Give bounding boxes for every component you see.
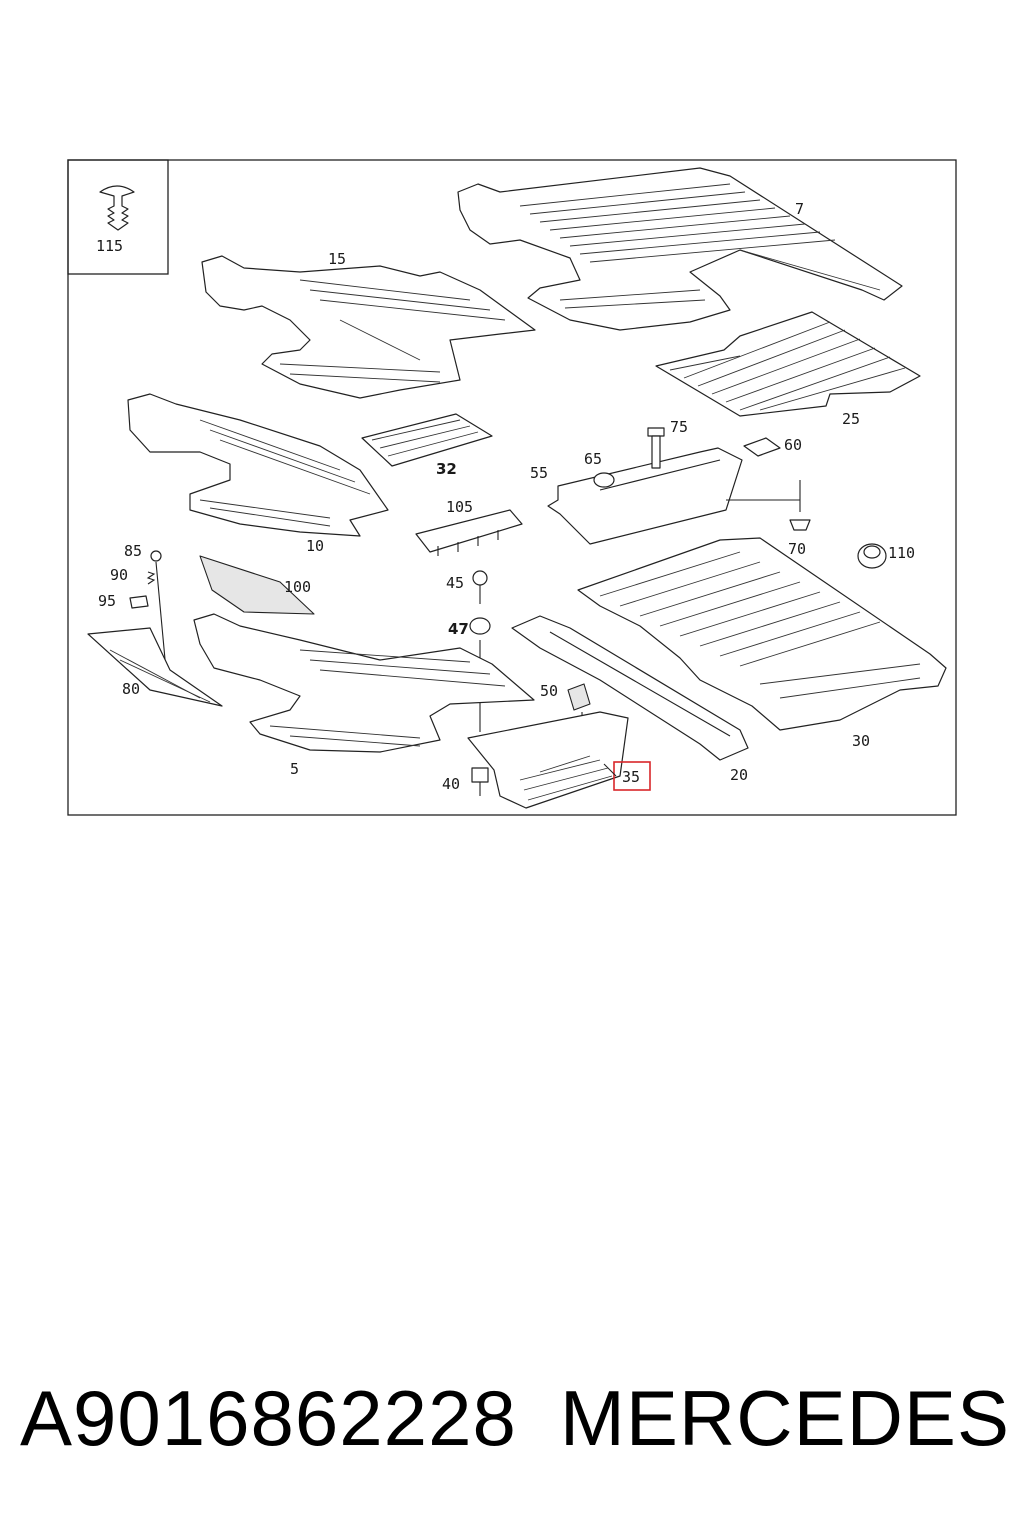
- callout-25: 25: [842, 410, 860, 428]
- callout-95: 95: [98, 592, 116, 610]
- callout-115: 115: [96, 237, 123, 255]
- callout-110: 110: [888, 544, 915, 562]
- callout-85: 85: [124, 542, 142, 560]
- leader-85-80: [155, 561, 167, 671]
- push-rivet-icon: [99, 185, 135, 231]
- callout-75: 75: [670, 418, 688, 436]
- floor-mat-7: [457, 167, 903, 331]
- diagram-frame: [67, 159, 957, 816]
- step-tray-35: [467, 711, 629, 809]
- callout-15: 15: [328, 250, 346, 268]
- grommet-110-icon: [857, 543, 887, 569]
- callout-45: 45: [446, 574, 464, 592]
- inset-box: [67, 159, 169, 275]
- nut-65-icon: [593, 472, 615, 488]
- callout-90: 90: [110, 566, 128, 584]
- callout-47: 47: [448, 620, 469, 638]
- fastener-85-icon: [150, 550, 162, 562]
- callout-layer: 7 15 25 75 65 60 55 32 10 105 70 110 85 …: [98, 200, 915, 793]
- callout-100: 100: [284, 578, 311, 596]
- callout-20: 20: [730, 766, 748, 784]
- floor-mat-15: [201, 255, 536, 399]
- floor-mat-25: [655, 311, 921, 417]
- callout-5: 5: [290, 760, 299, 778]
- callout-7: 7: [795, 200, 804, 218]
- callout-30: 30: [852, 732, 870, 750]
- callout-60: 60: [784, 436, 802, 454]
- callout-50: 50: [540, 682, 558, 700]
- callout-32: 32: [436, 460, 457, 478]
- clip-60-icon: [743, 437, 781, 457]
- mud-flap-80: [87, 627, 223, 707]
- callout-10: 10: [306, 537, 324, 555]
- callout-80: 80: [122, 680, 140, 698]
- callout-35: 35: [622, 768, 640, 786]
- screw-45-icon: [472, 570, 488, 604]
- part-number: A9016862228: [20, 1373, 517, 1462]
- cover-100: [199, 555, 315, 615]
- brand-name: MERCEDES: [559, 1373, 1010, 1462]
- callout-70: 70: [788, 540, 806, 558]
- floor-mat-10: [127, 393, 389, 537]
- caption-bar: A9016862228 MERCEDES: [20, 1368, 1010, 1468]
- callout-105: 105: [446, 498, 473, 516]
- bolt-75-icon: [647, 427, 665, 469]
- parts-diagram: 115: [67, 159, 957, 816]
- floor-mat-5: [193, 613, 535, 753]
- callout-40: 40: [442, 775, 460, 793]
- step-bracket-55: [547, 447, 743, 545]
- sill-rail-20: [511, 615, 749, 761]
- clip-95-icon: [129, 595, 149, 609]
- callout-65: 65: [584, 450, 602, 468]
- spring-90-icon: [146, 571, 156, 585]
- bracket-105: [415, 509, 523, 556]
- trim-panel-32: [361, 413, 493, 467]
- screw-70-icon: [726, 480, 811, 531]
- callout-35-highlight: [613, 761, 651, 791]
- floor-panel-30: [577, 537, 947, 731]
- leader-35: [603, 763, 617, 777]
- callout-55: 55: [530, 464, 548, 482]
- clip-40-icon: [471, 767, 489, 796]
